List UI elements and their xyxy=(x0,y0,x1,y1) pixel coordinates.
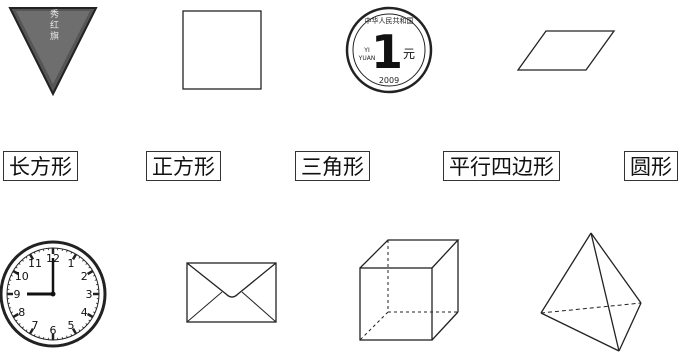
clock-tick xyxy=(82,259,85,262)
coin-year: 2009 xyxy=(379,76,399,85)
clock-tick xyxy=(9,307,12,309)
clock-tick xyxy=(78,329,81,332)
clock-tick xyxy=(66,335,68,338)
clock-tick xyxy=(7,302,11,304)
clock-tick xyxy=(86,269,94,276)
clock-tick xyxy=(88,319,91,322)
tetrahedron-shape xyxy=(540,232,642,352)
clock-tick xyxy=(86,312,94,319)
clock-tick xyxy=(28,253,35,261)
clock-number: 7 xyxy=(32,319,39,332)
clock-tick xyxy=(94,307,97,309)
clock-number: 5 xyxy=(68,319,75,332)
clock-tick xyxy=(85,262,88,265)
pennant-text: 优秀红旗 xyxy=(48,6,59,42)
clock-tick xyxy=(70,334,73,337)
clock-tick xyxy=(21,326,24,329)
coin-ring-text: 中华人民共和国 xyxy=(365,16,414,25)
cube-shape xyxy=(359,239,460,341)
coin-unit: 元 xyxy=(403,47,415,61)
clock-tick xyxy=(70,251,73,254)
clock-number: 8 xyxy=(18,306,25,319)
clock-tick xyxy=(15,319,18,322)
clock-tick xyxy=(9,279,12,281)
clock-picture: 121234567891011 xyxy=(0,240,107,348)
clock-tick xyxy=(88,266,91,269)
clock-number: 1 xyxy=(68,257,75,270)
clock-tick xyxy=(82,326,85,329)
coin-denomination: 1 xyxy=(371,25,403,79)
coin-romanization-bottom: YUAN xyxy=(358,55,376,62)
clock-number: 2 xyxy=(81,270,88,283)
clock-tick xyxy=(12,312,20,319)
clock-tick xyxy=(38,250,40,253)
clock-tick xyxy=(12,269,20,276)
clock-number: 10 xyxy=(15,270,29,283)
clock-tick xyxy=(78,256,81,259)
clock-number: 4 xyxy=(81,306,88,319)
clock-tick xyxy=(95,302,99,304)
label-circle: 圆形 xyxy=(624,151,678,181)
clock-tick xyxy=(21,259,24,262)
clock-tick xyxy=(94,279,97,281)
clock-tick xyxy=(33,251,36,254)
clock-tick xyxy=(38,335,40,338)
clock-tick xyxy=(25,329,28,332)
clock-number: 3 xyxy=(86,288,93,301)
clock-tick xyxy=(85,323,88,326)
clock-tick xyxy=(25,256,28,259)
clock-tick xyxy=(93,274,96,277)
clock-tick xyxy=(7,284,11,286)
clock-tick xyxy=(15,266,18,269)
clock-number: 6 xyxy=(50,324,57,337)
coin-picture: 中华人民共和国 1 元 YI YUAN 2009 xyxy=(345,6,433,94)
clock-tick xyxy=(66,250,68,253)
clock-tick xyxy=(33,334,36,337)
coin-romanization-top: YI xyxy=(363,47,370,54)
clock-tick xyxy=(93,311,96,314)
clock-tick xyxy=(71,253,78,261)
clock-tick xyxy=(18,262,21,265)
clock-tick xyxy=(61,336,63,340)
label-square: 正方形 xyxy=(146,151,221,181)
label-parallelogram: 平行四边形 xyxy=(443,151,560,181)
clock-tick xyxy=(95,284,99,286)
clock-tick xyxy=(43,248,45,252)
clock-number: 11 xyxy=(28,257,42,270)
pennant-picture: 优秀红旗 xyxy=(8,6,98,96)
clock-tick xyxy=(43,336,45,340)
label-rectangle: 长方形 xyxy=(3,151,78,181)
clock-tick xyxy=(10,274,13,277)
parallelogram-shape xyxy=(516,30,616,71)
square-shape xyxy=(182,10,262,90)
clock-number: 9 xyxy=(14,288,21,301)
clock-tick xyxy=(18,323,21,326)
clock-tick xyxy=(61,248,63,252)
clock-ticks xyxy=(7,248,99,340)
clock-tick xyxy=(10,311,13,314)
label-triangle: 三角形 xyxy=(295,151,370,181)
clock-tick xyxy=(28,327,35,335)
clock-tick xyxy=(71,327,78,335)
clock-numbers: 121234567891011 xyxy=(14,252,93,337)
envelope-shape xyxy=(186,262,277,323)
